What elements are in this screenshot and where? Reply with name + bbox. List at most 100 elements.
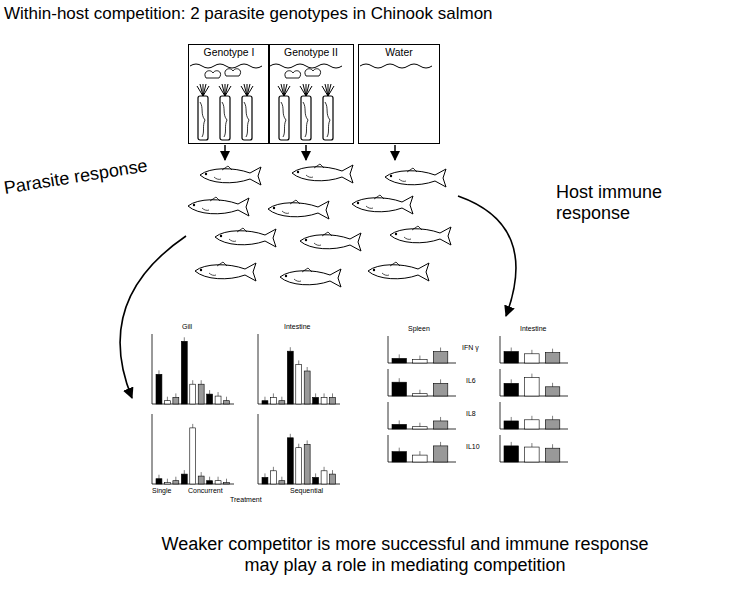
rect-shape <box>262 477 268 484</box>
use-shape <box>385 168 446 187</box>
tank-label: Water <box>359 47 439 58</box>
gene-label: IL6 <box>466 377 496 385</box>
panel-title: Intestine <box>284 323 324 331</box>
line-shape <box>552 444 553 448</box>
path-shape <box>285 71 301 78</box>
rect-shape <box>433 383 447 396</box>
use-shape <box>197 84 209 140</box>
rect-shape <box>392 452 406 462</box>
line-shape <box>511 348 512 352</box>
line-shape <box>552 349 553 353</box>
rect-shape <box>207 481 213 484</box>
use-shape <box>219 84 231 140</box>
rect-shape <box>224 483 230 484</box>
line-shape <box>209 477 210 481</box>
line-shape <box>315 393 316 397</box>
line-shape <box>258 414 259 484</box>
chart-thumbnail <box>152 334 568 484</box>
line-shape <box>399 420 400 424</box>
rect-shape <box>287 438 293 484</box>
rect-shape <box>262 401 268 404</box>
line-shape <box>167 397 168 401</box>
use-shape <box>278 84 290 140</box>
rect-shape <box>270 397 276 404</box>
line-shape <box>531 443 532 447</box>
line-shape <box>264 473 265 477</box>
line-shape <box>440 379 441 383</box>
g-shape <box>500 336 568 363</box>
axis-title: Treatment <box>230 496 280 504</box>
rect-shape <box>190 384 196 404</box>
line-shape <box>152 414 153 484</box>
rect-shape <box>504 421 518 429</box>
line-shape <box>388 402 389 429</box>
fish-school <box>188 164 451 287</box>
path-shape <box>225 69 241 76</box>
line-shape <box>531 374 532 378</box>
panel-title: Intestine <box>520 325 560 333</box>
line-shape <box>192 424 193 428</box>
rect-shape <box>525 420 539 429</box>
tank-label: Genotype II <box>269 47 353 58</box>
rect-shape <box>330 474 336 484</box>
line-shape <box>399 354 400 358</box>
line-shape <box>388 435 389 462</box>
g-shape <box>388 336 456 363</box>
line-shape <box>305 145 307 160</box>
use-shape <box>352 195 413 214</box>
rect-shape <box>392 358 406 363</box>
line-shape <box>175 393 176 397</box>
rect-shape <box>279 401 285 404</box>
gene-label: IL10 <box>466 443 496 451</box>
caption: Weaker competitor is more successful and… <box>150 534 660 575</box>
line-shape <box>399 378 400 382</box>
line-shape <box>315 473 316 477</box>
line-shape <box>218 477 219 481</box>
path-shape <box>270 64 342 68</box>
rect-shape <box>279 481 285 484</box>
rect-shape <box>156 374 162 404</box>
line-shape <box>324 467 325 471</box>
rect-shape <box>304 371 310 404</box>
use-shape <box>300 232 361 251</box>
line-shape <box>264 397 265 401</box>
arrow <box>225 145 395 160</box>
rect-shape <box>413 360 427 363</box>
line-shape <box>290 434 291 438</box>
use-shape <box>200 166 261 185</box>
use-shape <box>322 84 334 140</box>
line-shape <box>167 479 168 483</box>
rect-shape <box>525 447 539 462</box>
rect-shape <box>433 352 447 364</box>
rect-shape <box>270 471 276 484</box>
g-shape <box>500 369 568 396</box>
line-shape <box>419 423 420 427</box>
path-shape <box>190 64 262 68</box>
path-shape <box>360 64 432 68</box>
gene-label: IFN γ <box>462 344 496 352</box>
line-shape <box>226 397 227 401</box>
line-shape <box>332 470 333 474</box>
rect-shape <box>156 479 162 484</box>
rect-shape <box>545 387 559 396</box>
line-shape <box>226 479 227 483</box>
line-shape <box>440 417 441 421</box>
rect-shape <box>181 341 187 404</box>
line-shape <box>307 440 308 444</box>
rect-shape <box>504 383 518 396</box>
rect-shape <box>392 424 406 429</box>
title: Within-host competition: 2 parasite geno… <box>4 4 493 24</box>
tank-box: Genotype I <box>188 44 270 144</box>
use-shape <box>268 200 329 219</box>
line-shape <box>440 348 441 352</box>
g-shape <box>500 402 568 429</box>
rect-shape <box>545 448 559 462</box>
line-shape <box>209 390 210 394</box>
rect-shape <box>504 446 518 462</box>
tank-box: Water <box>358 44 440 144</box>
panel-title: Gill <box>182 323 222 331</box>
flow-label: Host immune response <box>556 182 668 223</box>
gene-label: IL8 <box>466 410 496 418</box>
g-shape <box>500 435 568 462</box>
